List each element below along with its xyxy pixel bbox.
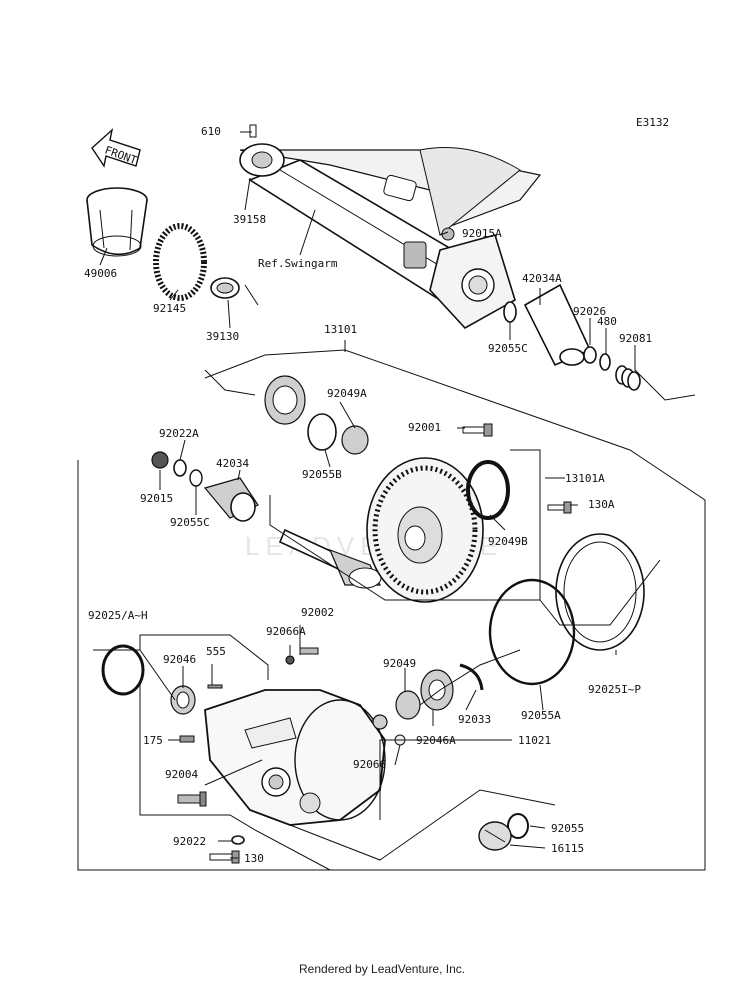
label-42034: 42034 xyxy=(216,457,249,470)
part-175-stud xyxy=(179,735,195,743)
part-130-bolt xyxy=(209,850,240,864)
part-42034-coupling xyxy=(203,477,259,522)
part-49006-boot xyxy=(86,187,148,257)
label-92049B: 92049B xyxy=(488,535,528,548)
part-92033-circlip xyxy=(459,663,484,691)
part-92049B-bearing xyxy=(466,460,510,520)
part-92055-oring xyxy=(507,813,529,839)
label-92022A: 92022A xyxy=(159,427,199,440)
part-92049-seal xyxy=(372,714,388,730)
part-92055B-oring xyxy=(307,413,337,451)
label-ref-swingarm: Ref.Swingarm xyxy=(258,257,338,270)
part-92002-stud xyxy=(299,647,319,655)
label-42034A: 42034A xyxy=(522,272,562,285)
label-92066: 92066 xyxy=(353,758,386,771)
label-92145: 92145 xyxy=(153,302,186,315)
label-39158: 39158 xyxy=(233,213,266,226)
label-92081: 92081 xyxy=(619,332,652,345)
label-92004: 92004 xyxy=(165,768,198,781)
label-92055C-top: 92055C xyxy=(488,342,528,355)
label-130: 130 xyxy=(244,852,264,865)
label-92066A: 92066A xyxy=(266,625,306,638)
label-92025IP: 92025I~P xyxy=(588,683,641,696)
label-92025: 92025/A~H xyxy=(88,609,148,622)
part-92145-spring xyxy=(153,223,207,301)
part-92015-nut xyxy=(151,451,169,469)
part-cover-plate xyxy=(555,533,645,651)
label-92022: 92022 xyxy=(173,835,206,848)
label-92055B: 92055B xyxy=(302,468,342,481)
part-92081-spring xyxy=(615,365,641,391)
label-610: 610 xyxy=(201,125,221,138)
part-92049A-bearing xyxy=(341,425,369,455)
part-ring-gear xyxy=(366,457,484,603)
part-42034A-sleeve xyxy=(523,283,592,367)
swingarm-illustration xyxy=(239,124,542,330)
label-92046: 92046 xyxy=(163,653,196,666)
part-92025-shim xyxy=(101,644,145,696)
part-92055C-oring-top xyxy=(503,301,517,323)
label-92046A: 92046A xyxy=(416,734,456,747)
part-92046-bearing xyxy=(170,685,196,715)
part-92055A-oring xyxy=(488,578,576,686)
label-92033: 92033 xyxy=(458,713,491,726)
part-92046A-bearing xyxy=(420,669,454,711)
label-92026: 92026 xyxy=(573,305,606,318)
label-92002: 92002 xyxy=(301,606,334,619)
part-pinion-shaft xyxy=(278,528,382,589)
part-92022-washer xyxy=(231,835,245,845)
label-480: 480 xyxy=(597,315,617,328)
part-16115-cap xyxy=(478,821,512,851)
part-seal-top xyxy=(264,375,306,425)
label-39130: 39130 xyxy=(206,330,239,343)
label-175: 175 xyxy=(143,734,163,747)
label-130A: 130A xyxy=(588,498,615,511)
label-92049A: 92049A xyxy=(327,387,367,400)
part-130A-bolt xyxy=(547,501,572,514)
label-92055A: 92055A xyxy=(521,709,561,722)
label-555: 555 xyxy=(206,645,226,658)
label-92055C: 92055C xyxy=(170,516,210,529)
part-92055C-oring xyxy=(189,469,203,487)
part-labels: 610 39158 Ref.Swingarm 92015A 49006 9214… xyxy=(84,125,652,865)
label-11021: 11021 xyxy=(518,734,551,747)
label-92001: 92001 xyxy=(408,421,441,434)
part-555-pin xyxy=(207,684,223,689)
label-13101A: 13101A xyxy=(565,472,605,485)
label-92015A: 92015A xyxy=(462,227,502,240)
label-92049: 92049 xyxy=(383,657,416,670)
part-480 xyxy=(599,353,611,371)
part-92001-bolt xyxy=(462,423,493,437)
part-39130-bushing xyxy=(210,277,240,299)
part-92049-bearing xyxy=(395,690,421,720)
diagram-code: E3132 xyxy=(636,116,669,129)
label-92015: 92015 xyxy=(140,492,173,505)
leader-lines xyxy=(77,131,706,871)
part-92066A-plug xyxy=(285,655,295,665)
label-49006: 49006 xyxy=(84,267,117,280)
part-92022A-washer xyxy=(173,459,187,477)
label-92055: 92055 xyxy=(551,822,584,835)
footer-credit: Rendered by LeadVenture, Inc. xyxy=(299,962,465,976)
front-arrow-icon: FRONT xyxy=(91,128,141,168)
part-92026 xyxy=(583,346,597,364)
label-16115: 16115 xyxy=(551,842,584,855)
part-92004-stud xyxy=(177,791,207,807)
label-13101: 13101 xyxy=(324,323,357,336)
